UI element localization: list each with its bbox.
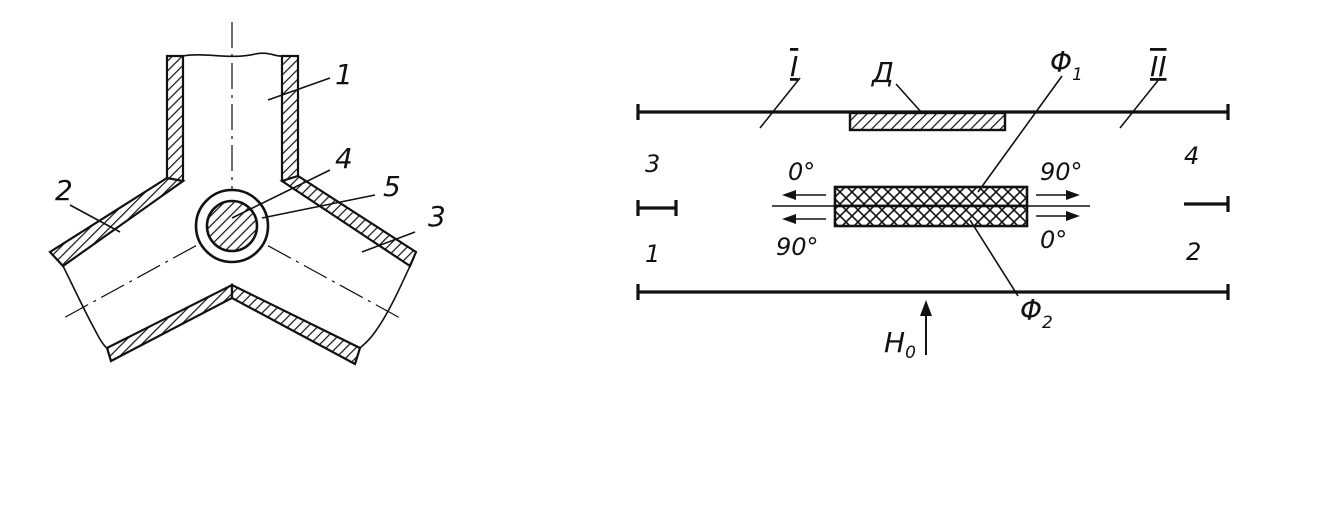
label-port-2: 2 <box>1186 238 1201 266</box>
label-roman-2: II <box>1150 50 1167 83</box>
dielectric-plate <box>848 111 1007 132</box>
waveguide-figure: I II Д Φ1 Φ2 3 4 1 2 0° 90° 90° 0° H0 <box>636 46 1230 363</box>
label-3: 3 <box>428 200 446 233</box>
leader-3 <box>361 231 416 253</box>
label-5: 5 <box>383 170 401 203</box>
label-roman-1: I <box>790 50 798 83</box>
leader-d <box>895 83 923 114</box>
leader-roman-2 <box>1119 77 1161 129</box>
leader-4 <box>231 169 331 219</box>
label-angle-lower-right: 0° <box>1040 226 1067 254</box>
label-port-1: 1 <box>645 240 660 268</box>
ferrite-plate-upper <box>833 185 1029 208</box>
magnetic-field-arrow <box>920 300 932 355</box>
arrow-right-lower <box>1036 211 1080 221</box>
right-arm-break-line <box>359 265 411 349</box>
label-port-4: 4 <box>1184 142 1199 170</box>
label-angle-upper-left: 0° <box>788 158 815 186</box>
label-angle-lower-left: 90° <box>776 233 819 261</box>
ferrite-sphere <box>205 199 259 253</box>
leader-f1 <box>977 75 1063 193</box>
label-h0: H0 <box>884 326 916 363</box>
ferrite-plate-lower <box>833 204 1029 228</box>
y-junction-figure: 1 2 3 4 5 <box>48 22 446 366</box>
label-4: 4 <box>335 142 353 175</box>
leader-1 <box>267 77 331 101</box>
label-1: 1 <box>335 58 353 91</box>
arrow-left-lower <box>782 214 826 224</box>
bottom-left-wall <box>105 283 234 363</box>
bottom-right-wall <box>230 283 362 366</box>
label-angle-upper-right: 90° <box>1040 158 1083 186</box>
arrow-left-upper <box>782 190 826 200</box>
vertical-arm-left-wall <box>165 54 185 195</box>
vertical-arm-break-line <box>182 52 283 58</box>
label-f2: Φ2 <box>1020 294 1053 333</box>
left-arm-break-line <box>62 265 108 349</box>
arrow-right-upper <box>1036 190 1080 200</box>
leader-f2 <box>969 219 1019 297</box>
label-f1: Φ1 <box>1050 46 1083 85</box>
vertical-arm-right-wall <box>280 54 300 192</box>
label-d: Д <box>870 56 894 89</box>
right-axis <box>231 225 401 319</box>
leader-roman-1 <box>759 77 801 129</box>
leader-2 <box>69 204 121 233</box>
label-port-3: 3 <box>645 150 660 178</box>
leader-5 <box>261 194 376 219</box>
label-2: 2 <box>55 174 73 207</box>
